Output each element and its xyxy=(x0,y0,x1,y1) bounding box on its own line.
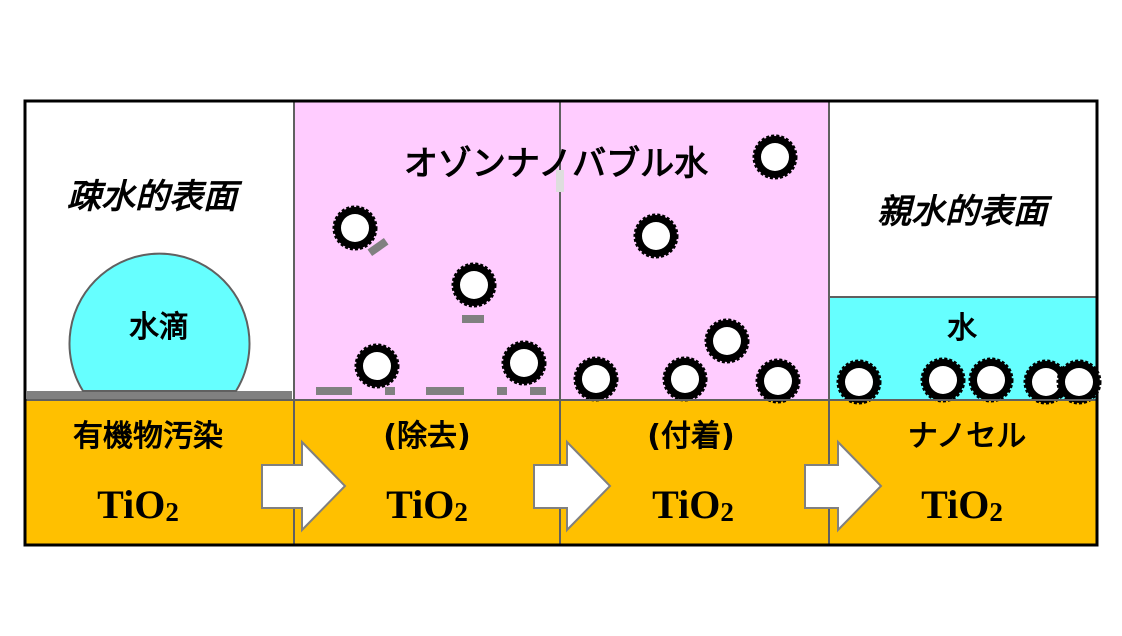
right-arrow-icon xyxy=(261,439,347,533)
light-mark xyxy=(556,170,564,192)
tio2-label: TiO2 xyxy=(386,482,468,527)
hydrophilic-surface-label: 親水的表面 xyxy=(877,192,1053,232)
attachment-label: (付着) xyxy=(647,419,734,454)
nanobubble-icon xyxy=(836,359,882,405)
tio2-label: TiO2 xyxy=(921,482,1003,527)
nanobubble-icon xyxy=(501,340,547,386)
contaminant-debris xyxy=(316,237,546,395)
right-arrow-icon xyxy=(804,439,883,533)
nanobubble-icon xyxy=(354,343,400,389)
organic-contamination-label: 有機物汚染 xyxy=(73,419,223,454)
nanobubble-icon xyxy=(633,213,679,259)
tio2-label: TiO2 xyxy=(652,482,734,527)
nanobubble-icon xyxy=(451,262,497,308)
nanobubble-icon xyxy=(704,318,750,364)
outer-border xyxy=(23,99,1099,547)
right-arrow-icon xyxy=(533,439,612,533)
nanobubble-icon xyxy=(968,357,1014,403)
organic-contamination-layer xyxy=(27,391,292,400)
nanobubble-icon xyxy=(755,358,801,404)
hydrophobic-surface-label: 疎水的表面 xyxy=(67,177,243,217)
removal-label: (除去) xyxy=(383,419,470,454)
panel4-upper-bg xyxy=(829,101,1097,297)
nanobubble-icon xyxy=(752,134,798,180)
water-label: 水 xyxy=(947,311,978,346)
ozone-nanobubble-water-label: オゾンナノバブル水 xyxy=(404,144,709,184)
water-droplet-label: 水滴 xyxy=(129,310,189,345)
water-droplet xyxy=(68,252,251,392)
nanobubble-icon xyxy=(1023,359,1069,405)
nanobubble-icon xyxy=(920,357,966,403)
nanocell-label: ナノセル xyxy=(908,419,1027,454)
nanobubble-icon xyxy=(662,356,708,402)
nanobubble-icon xyxy=(1056,359,1102,405)
nanobubbles xyxy=(332,134,1102,405)
tio2-label: TiO2 xyxy=(97,482,179,527)
nanobubble-icon xyxy=(573,356,619,402)
nanobubble-icon xyxy=(332,205,378,251)
